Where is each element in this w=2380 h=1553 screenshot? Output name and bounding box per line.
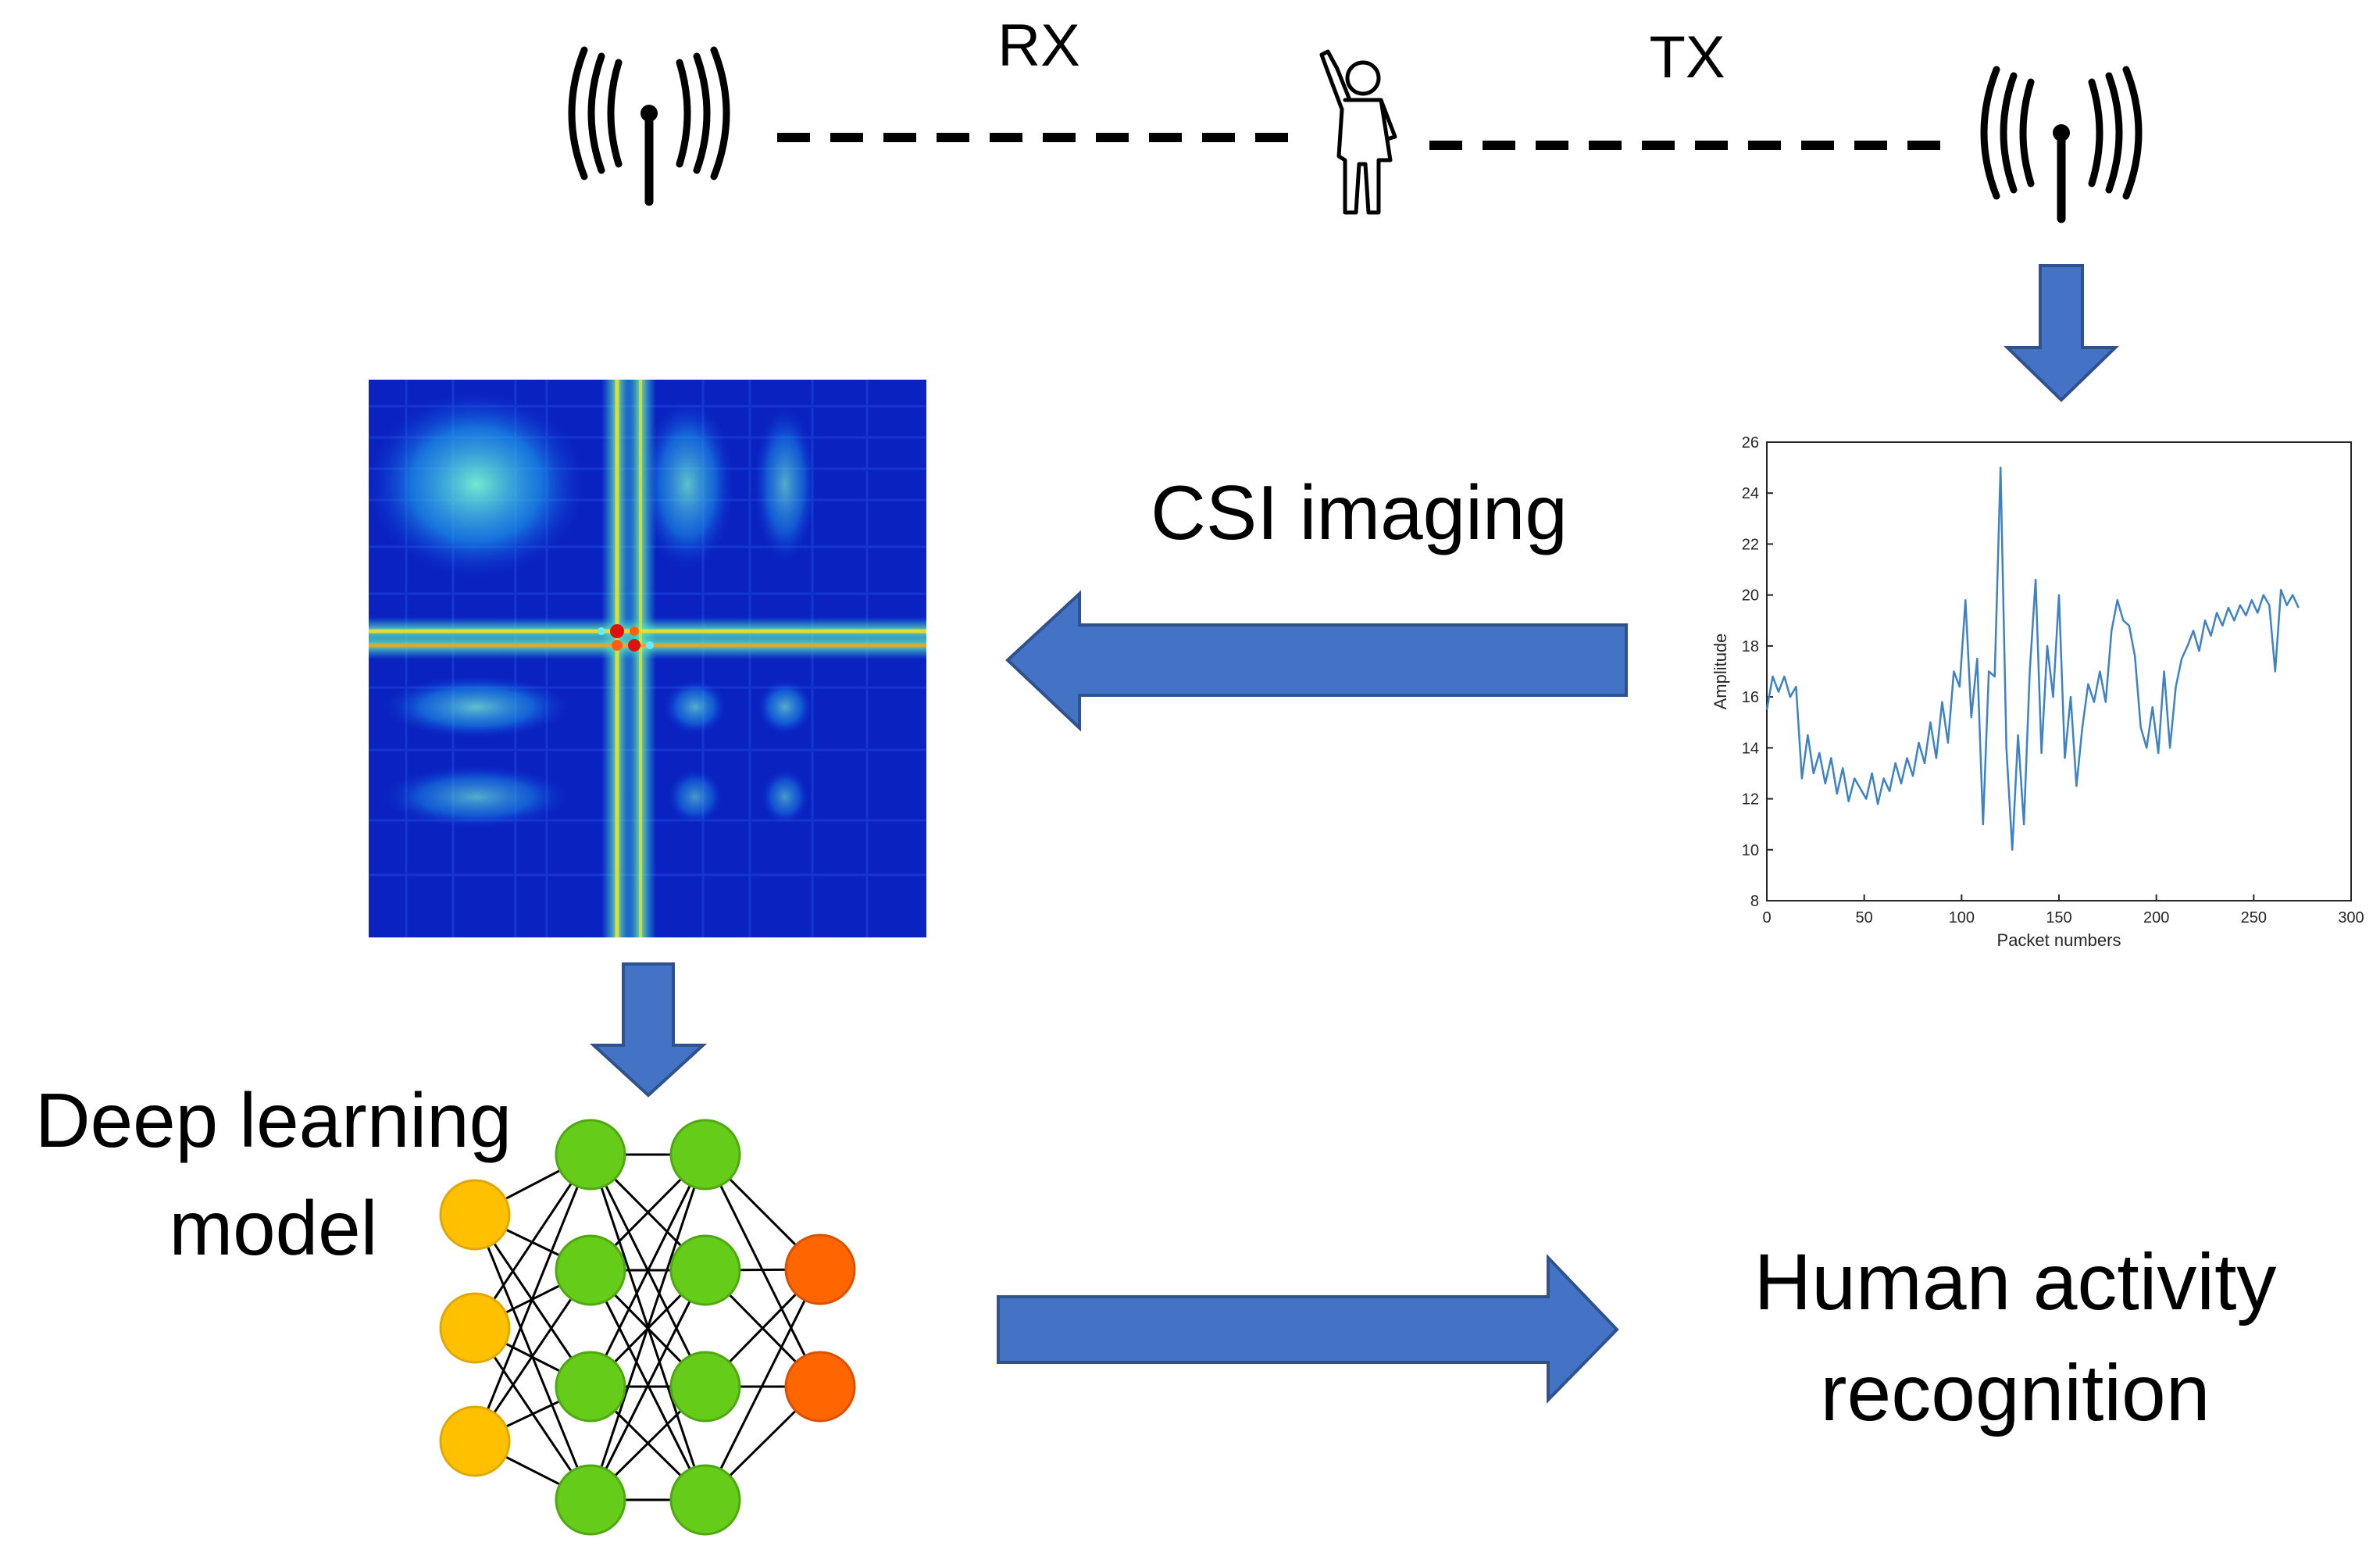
- tx-label: TX: [1649, 24, 1725, 91]
- x-tick-label: 50: [1856, 909, 1873, 926]
- deep-learning-label-line1: Deep learning: [34, 1077, 512, 1163]
- csi-imaging-arrow: [1005, 590, 1628, 732]
- nn-input-node: [439, 1179, 511, 1251]
- y-tick-label: 24: [1742, 485, 1759, 502]
- rx-label: RX: [997, 12, 1080, 79]
- amplitude-line-plot: 0 50 100 150 200 250 300 8 10 12 14 16 18 20 22 24 26Pac…: [1711, 434, 2364, 950]
- plot-axes-box: [1766, 441, 2352, 901]
- nn-hidden-node: [669, 1234, 741, 1306]
- neural-net-nodes: [439, 1119, 856, 1536]
- csi-imaging-label: CSI imaging: [1151, 469, 1568, 555]
- y-tick-label: 16: [1742, 689, 1759, 706]
- nn-connection: [589, 1269, 707, 1501]
- amplitude-series-line: [1765, 466, 2300, 851]
- har-label-line2: recognition: [1820, 1348, 2211, 1437]
- y-axis-label: Amplitude: [1711, 634, 1730, 710]
- y-tick-label: 22: [1742, 536, 1759, 553]
- down-arrow-tx: [2004, 264, 2119, 402]
- nn-input-node: [439, 1292, 511, 1364]
- y-tick-label: 20: [1742, 587, 1759, 605]
- nn-hidden-node: [555, 1119, 626, 1191]
- waving-person-icon: [1319, 49, 1397, 215]
- x-tick-label: 250: [2241, 909, 2267, 926]
- x-tick-label: 300: [2338, 909, 2364, 926]
- x-tick-label: 100: [1949, 909, 1975, 926]
- receiver-antenna-icon: [568, 46, 730, 206]
- nn-hidden-node: [669, 1351, 741, 1423]
- nn-hidden-node: [555, 1464, 626, 1536]
- csi-heatmap-image: [367, 380, 926, 937]
- transmitter-antenna-icon: [1980, 66, 2143, 223]
- nn-hidden-node: [555, 1234, 626, 1306]
- nn-output-node: [784, 1351, 856, 1423]
- y-tick-label: 14: [1742, 740, 1759, 757]
- y-tick-label: 10: [1742, 842, 1759, 859]
- har-label-line1: Human activity: [1754, 1237, 2277, 1326]
- nn-connection: [473, 1154, 592, 1442]
- x-tick-label: 0: [1762, 909, 1771, 926]
- nn-connection: [704, 1269, 822, 1501]
- y-tick-label: 12: [1742, 791, 1759, 809]
- deep-learning-label-line2: model: [169, 1185, 378, 1271]
- nn-connection: [589, 1154, 707, 1387]
- nn-connection: [589, 1154, 707, 1501]
- deep-learning-label: Deep learning model: [0, 1066, 547, 1282]
- y-tick-label: 18: [1742, 638, 1759, 655]
- x-tick-label: 200: [2143, 909, 2169, 926]
- nn-output-node: [784, 1233, 856, 1305]
- down-arrow-heatmap: [589, 962, 708, 1098]
- nn-input-node: [439, 1405, 511, 1477]
- recognition-arrow: [997, 1254, 1619, 1404]
- nn-hidden-node: [669, 1119, 741, 1191]
- nn-hidden-node: [555, 1351, 626, 1423]
- x-tick-label: 150: [2046, 909, 2071, 926]
- x-axis-label: Packet numbers: [1997, 930, 2121, 950]
- human-activity-recognition-label: Human activity recognition: [1672, 1226, 2359, 1448]
- y-tick-label: 26: [1742, 434, 1759, 452]
- y-tick-label: 8: [1750, 893, 1759, 910]
- nn-hidden-node: [669, 1464, 741, 1536]
